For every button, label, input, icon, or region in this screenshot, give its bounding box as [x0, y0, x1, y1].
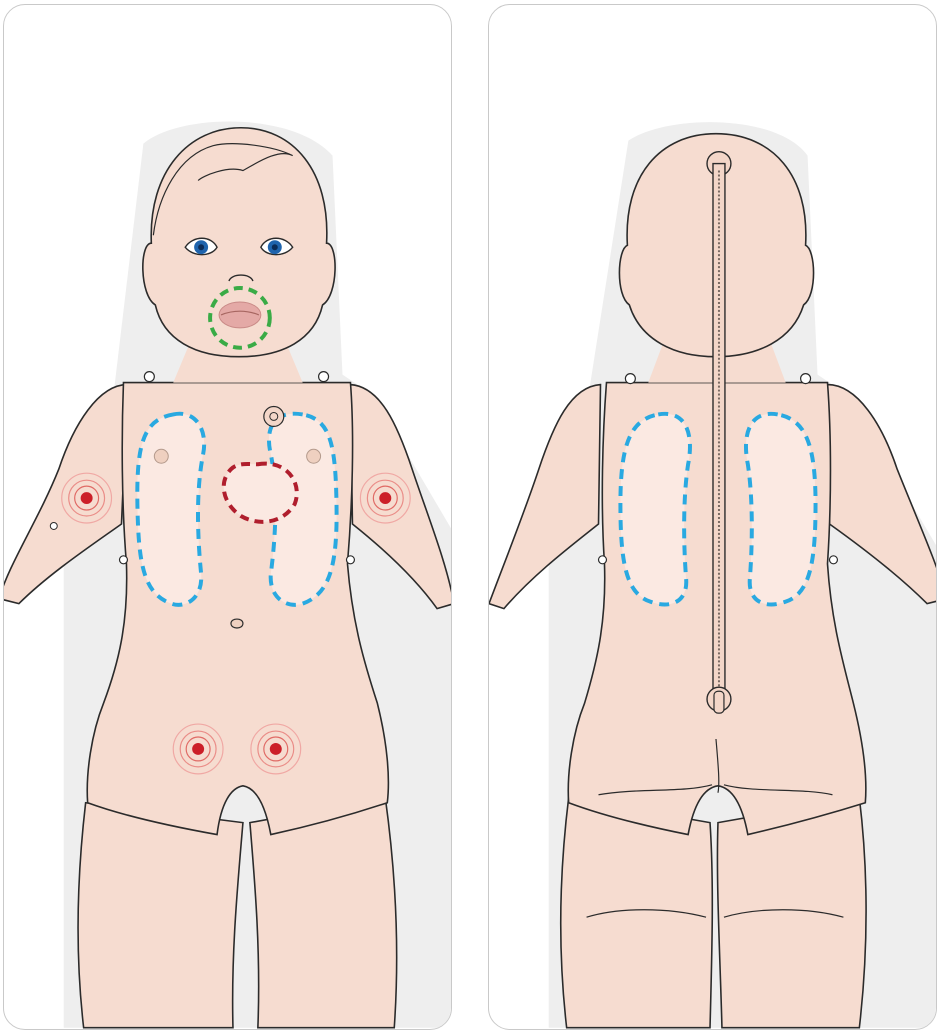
front-torso [87, 383, 388, 835]
back-view-panel [488, 4, 937, 1030]
back-lung-left-zone[interactable] [620, 414, 690, 605]
front-left-leg [78, 803, 243, 1028]
bp-arm-left-pulse[interactable] [62, 473, 112, 523]
back-right-leg [717, 798, 866, 1028]
back-left-leg [561, 798, 713, 1028]
back-view-figure [489, 5, 936, 1029]
front-view-figure [4, 5, 451, 1029]
bp-leg-right-pulse[interactable] [251, 724, 301, 774]
front-view-panel [3, 4, 452, 1030]
bp-leg-left-pulse[interactable] [173, 724, 223, 774]
front-lung-left-zone[interactable] [137, 414, 204, 605]
bp-arm-right-pulse[interactable] [360, 473, 410, 523]
back-lung-right-zone[interactable] [746, 414, 816, 605]
